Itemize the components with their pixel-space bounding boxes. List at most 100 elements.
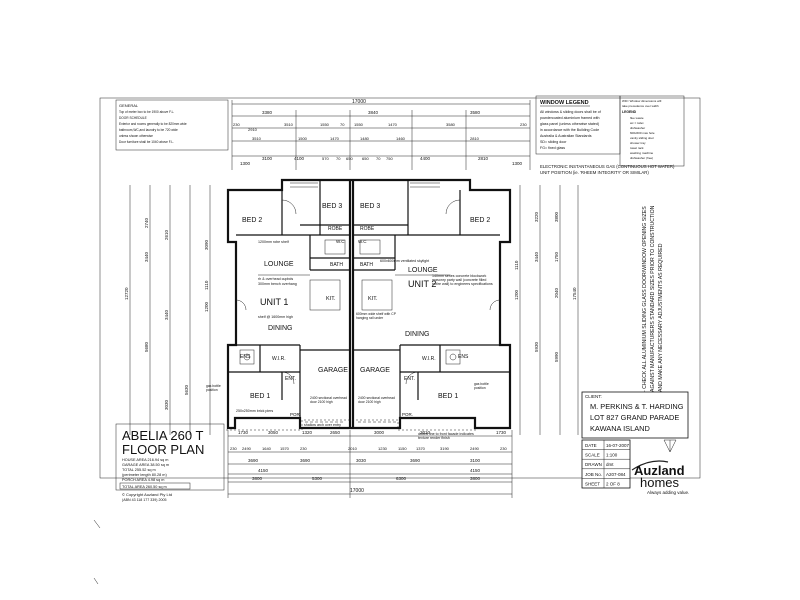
room-label-lounge-unit2: LOUNGE: [408, 267, 438, 274]
general-notes-heading: GENERAL: [119, 103, 139, 108]
dimension: 5630: [184, 384, 189, 395]
dimension: 2650: [330, 430, 341, 435]
dimension: 1230: [378, 446, 388, 451]
room-label-ent-unit2: ENT.: [404, 376, 415, 382]
dimension: 1300: [512, 161, 523, 166]
dimension: 230: [300, 446, 307, 451]
field-label-date: DATE: [585, 443, 597, 448]
dimension: 750: [386, 156, 393, 161]
general-note-line: Door furniture shall be 1040 above F.L.: [119, 140, 174, 144]
dimension: 1200: [514, 289, 519, 300]
sheet-border: [99, 97, 701, 479]
room-label-ens-unit1: ENS: [240, 354, 251, 360]
room-label-robe-unit1: ROBE: [328, 226, 343, 232]
dimension: 5990: [554, 351, 559, 362]
dimension: 3840: [368, 110, 379, 115]
room-label-kit-unit1: KIT.: [326, 296, 336, 302]
rotated-note-line2: AGAINST MANUFACTURERS STANDARD SIZES PRI…: [650, 205, 656, 392]
dimension: 2910: [248, 127, 258, 132]
annotation-garage-door-left: 2400 sectional overhead door 2100 high: [310, 396, 347, 404]
dimension: 3690: [248, 458, 259, 463]
unit-2-label: UNIT 2: [408, 279, 436, 289]
field-value-sheet: 2 OF 8: [606, 481, 620, 486]
dimension: 3580: [446, 122, 456, 127]
dimension: 650: [346, 156, 353, 161]
room-label-ens-unit2: ENS: [458, 354, 469, 360]
dimension: 230: [233, 122, 240, 127]
window-legend: WINDOW LEGEND All windows & sliding door…: [535, 95, 621, 155]
left-dimensions: 2740 3440 2610 3440 5680 5630 12720 3090…: [124, 185, 211, 435]
dimension: 1730: [238, 430, 249, 435]
abbrev-line: flue waste: [630, 116, 644, 120]
annotation-bottle-left: gas bottle position: [206, 384, 221, 392]
field-label-drawn: DRAWN: [585, 462, 602, 467]
dimension: 70: [340, 122, 345, 127]
dimension: 3690: [300, 458, 311, 463]
north-arrow-icon: [663, 439, 677, 453]
dimension: 5930: [534, 341, 539, 352]
room-label-bed2-unit1: BED 2: [242, 217, 262, 224]
dimension: 3800: [252, 476, 263, 481]
area-line: HOUSE AREA 216.94 sq m: [122, 458, 168, 462]
dimension: 3030: [356, 458, 367, 463]
dimension: 1500: [298, 136, 308, 141]
dimension: 1570: [280, 446, 290, 451]
abbrev-line: 600x600 max hole: [630, 131, 655, 135]
dimension: 3800: [554, 211, 559, 222]
client-label: CLIENT:: [585, 394, 602, 399]
dimension: 1460: [396, 136, 406, 141]
plan-title-name: ABELIA 260 T: [122, 428, 203, 443]
room-label-ent-unit1: ENT.: [285, 376, 296, 382]
room-label-wc-unit1: W.C: [336, 239, 345, 244]
annotation-brick-piers: 250x250mm brick piers: [236, 409, 273, 413]
room-label-bed1-unit1: BED 1: [250, 393, 270, 400]
dimension: 570: [322, 156, 329, 161]
field-value-drawn: dmt: [606, 462, 614, 467]
client-location: KAWANA ISLAND: [590, 424, 650, 433]
dimension: 2810: [478, 156, 489, 161]
window-legend-line: FG= fixed glass: [540, 146, 565, 150]
dimension-overall-top: 17000: [352, 99, 366, 105]
annotation-facade-wrap: dotted line to front facade indicates te…: [418, 432, 474, 440]
abbrev-line: wc = toilet: [630, 121, 644, 125]
window-legend-line: All windows & sliding doors shall be of: [540, 110, 601, 114]
rotated-construction-note: - CHECK ALL ALUMINIUM SLIDING GLASS DOOR…: [642, 205, 664, 392]
abbrev-line: washing machine: [630, 151, 654, 155]
copyright-text: © Copyright Auzland Pty Ltd: [122, 492, 172, 497]
client-name: M. PERKINS & T. HARDING: [590, 402, 684, 411]
annotation-bottle-right-wrap: gas bottle position: [474, 382, 489, 390]
right-dimensions: 3220 3800 3440 1750 2040 17540 5930 5990…: [514, 185, 579, 435]
dimension: 3800: [470, 476, 481, 481]
dimension: 3030: [164, 399, 169, 410]
dimension: 650: [362, 156, 369, 161]
gas-note-line1: ELECTRONIC INSTANTANEOUS GAS (CONTINUOUS…: [540, 164, 675, 169]
room-label-porch-unit1: POR.: [290, 412, 301, 417]
room-label-bed3-unit2: BED 3: [360, 203, 380, 210]
room-label-dining-unit1: DINING: [268, 325, 293, 332]
area-line: PORCH AREA 4.98 sq m: [122, 478, 164, 482]
scan-mark: [93, 577, 99, 585]
dimension: 2040: [554, 287, 559, 298]
dimension: 17540: [572, 287, 577, 300]
dimension: 1200: [204, 301, 209, 312]
annotation-bench-overhang: 300mm bench overhang: [258, 282, 297, 286]
annotation-garage-door-right: 2400 sectional overhead door 2100 high: [358, 396, 395, 404]
dimension: 2810: [470, 136, 480, 141]
abbreviation-legend: WD= Window dimensions will take preceden…: [619, 95, 685, 167]
dimension: 3050: [268, 430, 279, 435]
dimension: 70: [336, 156, 341, 161]
logo-swoosh-icon: [631, 460, 669, 471]
general-note-line: unless shown otherwise: [119, 134, 153, 138]
dimension: 230: [500, 446, 507, 451]
dimension: 3090: [204, 239, 209, 250]
logo-word-auzland: Auzland: [634, 463, 685, 478]
dimension: 6300: [396, 476, 407, 481]
dimension: 4100: [294, 156, 305, 161]
dimension: 1640: [262, 446, 272, 451]
dimension: 1550: [354, 122, 364, 127]
dimension: 1110: [204, 280, 209, 290]
room-label-bed2-unit2: BED 2: [470, 217, 490, 224]
abbrev-line: towel rack: [630, 146, 644, 150]
field-label-sheet: SHEET: [585, 481, 600, 486]
